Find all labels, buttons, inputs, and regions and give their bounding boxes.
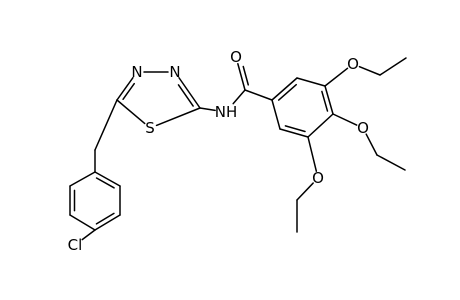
atom-label-o-ether-top: O [347,55,359,73]
atom-label-n3: N [131,63,142,81]
bonds-layer [69,57,407,241]
bond-Cam-B1 [244,89,273,101]
bond-N4-C2-double [177,84,194,107]
bond-A3-A4-double [95,212,115,225]
bond-C5-N3 [116,76,134,101]
atom-label-nh: NH [215,103,238,121]
bond-Cm1-Cm2 [376,154,406,171]
atom-label-o-ether-mid: O [357,119,369,137]
bond-N4-C2 [178,76,201,109]
bond-B3-B4-double [321,90,329,112]
bond-C2-S1 [155,107,201,127]
bond-B5-Ob [307,136,318,172]
bond-S1-C5 [116,99,146,125]
bond-B3-Ot [324,67,349,87]
atom-label-n4: N [169,63,180,81]
bond-A3-A4 [94,214,121,231]
bond-A6-A1 [69,171,96,187]
bond-B4-B5 [307,113,334,138]
bond-Ot-Ct1 [358,65,381,76]
bond-B4-Om [332,113,358,126]
bond-B6-B1 [271,99,281,130]
bond-B3-B4 [324,85,334,115]
bond-C5-N3-double [122,82,135,101]
atom-label-o-ether-bot: O [312,169,324,187]
bond-A4-Cl [81,229,96,241]
bond-B1-B2-double [277,83,297,101]
atom-label-o-carbonyl: O [230,48,242,66]
bond-B5-B6-double [284,125,306,133]
bond-A4-A5 [69,214,96,231]
bond-Cam-Ocarb [237,63,246,91]
atom-label-cl: Cl [68,236,83,254]
bond-Om-Cm1 [365,133,378,156]
bond-Cam-Ocarb-double [242,65,250,86]
bond-B5-B6 [279,128,309,138]
bond-A1-A2-double [95,177,115,189]
bond-NH-Cam [232,89,246,105]
atom-labels-layer: N N S NH O O O O Cl [68,48,369,254]
bond-Ct1-Ct2 [379,57,407,76]
bond-B2-B3 [296,77,326,87]
bond-B1-B2 [271,77,298,101]
bond-Ob-Cb1 [296,182,314,201]
atom-label-s1: S [145,119,155,137]
bond-C5-CH2 [94,99,118,151]
bond-A1-A2 [94,171,121,187]
bond-C2-NH [199,107,216,112]
